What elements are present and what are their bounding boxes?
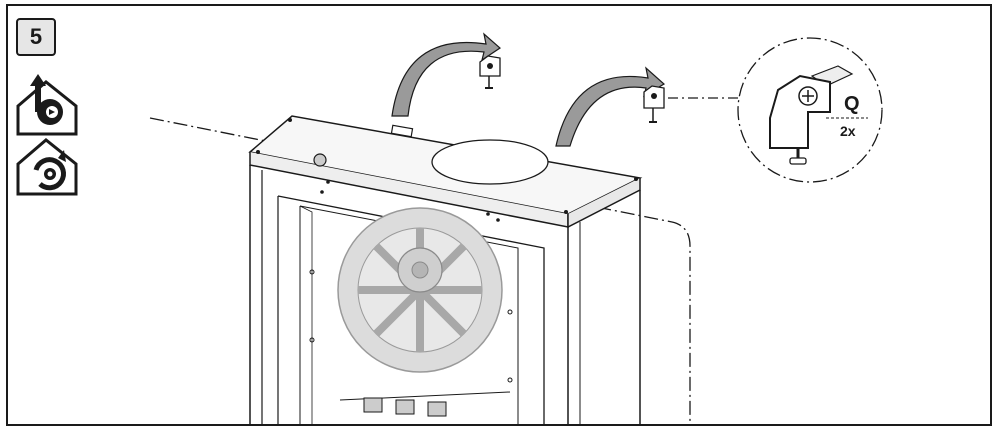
unit-top-panel [248,115,643,229]
unit-body [249,165,641,425]
bottom-brackets [363,397,447,417]
part-label: Q [844,93,860,115]
duct-opening [431,139,549,185]
fan-wheel [337,207,503,373]
ceiling-line [149,117,691,425]
figure-frame [6,4,992,426]
step-number-badge: 5 [16,18,56,56]
top-port [313,153,327,167]
recirculation-air-house-icon [16,138,78,196]
exhaust-air-house-icon [16,74,78,136]
remove-arrow-right [555,66,666,147]
remove-arrow-left [391,32,501,117]
bracket-right [643,85,665,123]
top-slot [390,124,414,138]
quantity-label: 2x [840,123,856,139]
detail-callout: Q 2x [737,37,883,183]
bracket-left [479,55,501,89]
